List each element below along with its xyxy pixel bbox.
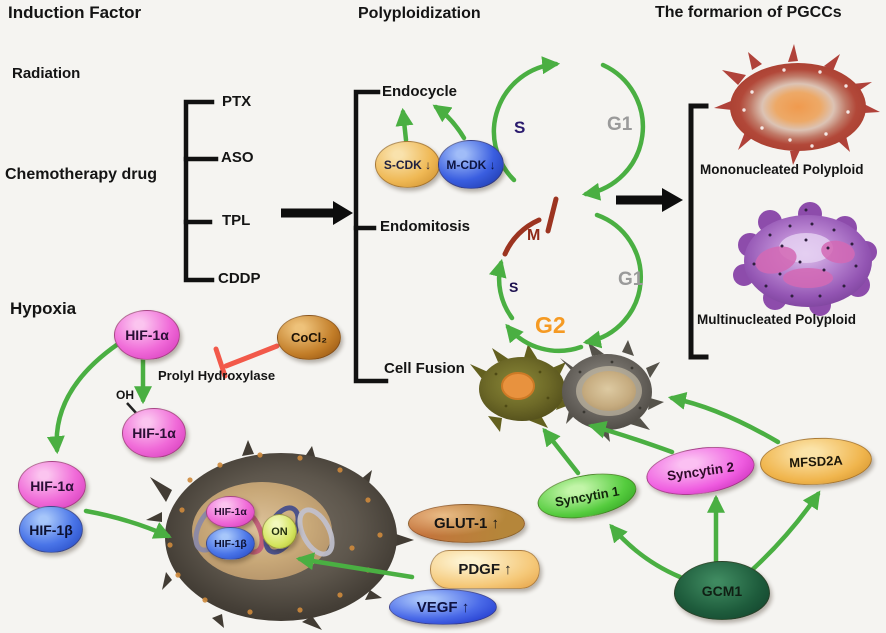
oh-label: OH bbox=[116, 388, 134, 402]
polyploidization-title: Polyploidization bbox=[358, 5, 481, 22]
induction-factor-title: Induction Factor bbox=[8, 3, 142, 22]
hif1a-pill-complex: HIF-1α bbox=[18, 461, 86, 510]
m-cdk-pill: M-CDK ↓ bbox=[438, 140, 504, 189]
endomitosis-label: Endomitosis bbox=[380, 218, 471, 235]
scdk-to-endocycle-arrow bbox=[395, 107, 414, 143]
chemotherapy-label: Chemotherapy drug bbox=[5, 166, 158, 183]
drug-aso: ASO bbox=[221, 149, 254, 166]
gcm1-to-syncytin1-arrow bbox=[609, 523, 683, 580]
drug-tpl: TPL bbox=[222, 212, 251, 229]
multinucleated-caption: Multinucleated Polyploid bbox=[697, 312, 857, 327]
pgcc-formation-title: The formarion of PGCCs bbox=[655, 4, 842, 21]
radiation-label: Radiation bbox=[12, 65, 81, 82]
mfsd2a-to-fusion-arrow bbox=[667, 392, 781, 445]
prolyl-hydroxylase-label: Prolyl Hydroxylase bbox=[158, 368, 276, 383]
bottom-cycle-s-label: S bbox=[509, 279, 519, 295]
drug-ptx: PTX bbox=[222, 93, 252, 110]
cocl2-inhibition bbox=[213, 343, 280, 379]
vegf-pill: VEGF ↑ bbox=[389, 589, 497, 625]
multinucleated-cell bbox=[733, 202, 877, 316]
bottom-cycle-g2-label: G2 bbox=[535, 312, 566, 338]
top-cycle-s-label: S bbox=[514, 118, 526, 137]
hif1b-pill-nucleus: HIF-1β bbox=[206, 527, 255, 560]
bottom-cycle-g1-label: G1 bbox=[618, 269, 644, 290]
pdgf-pill: PDGF ↑ bbox=[430, 550, 540, 589]
cycle-to-pgcc-arrow bbox=[616, 188, 683, 212]
pgcc-bracket bbox=[688, 103, 709, 360]
arrow-into-nucleus bbox=[295, 552, 415, 580]
hif1a-stabilized-arrow bbox=[46, 341, 121, 455]
mononucleated-cell bbox=[714, 44, 880, 165]
endocycle-label: Endocycle bbox=[382, 83, 458, 100]
syncytin1-to-fusion-arrow bbox=[542, 427, 581, 476]
gcm1-pill: GCM1 bbox=[674, 561, 770, 620]
chemo-drug-bracket bbox=[183, 99, 219, 283]
cell-fusion-label: Cell Fusion bbox=[384, 360, 465, 377]
gcm1-to-mfsd2a-arrow bbox=[749, 490, 821, 573]
cocl2-pill: CoCl₂ bbox=[277, 315, 341, 360]
drug-cddp: CDDP bbox=[218, 270, 261, 287]
green-arrows bbox=[46, 104, 821, 580]
bottom-cycle-m-label: M bbox=[527, 227, 541, 244]
hif-complex-to-cell-arrow bbox=[83, 508, 172, 539]
induction-to-mechanism-arrow bbox=[281, 201, 353, 225]
hif1a-pill-hydroxylated: HIF-1α bbox=[122, 408, 186, 458]
top-cycle-g1-label: G1 bbox=[607, 114, 633, 135]
syncytin2-to-fusion-arrow bbox=[587, 420, 675, 455]
hypoxia-label: Hypoxia bbox=[10, 299, 77, 318]
m-phase-inhibition bbox=[502, 196, 559, 257]
hif1a-pill-top: HIF-1α bbox=[114, 310, 180, 360]
mechanisms-bracket bbox=[353, 89, 389, 384]
fusing-cell-olive bbox=[470, 344, 572, 432]
hif1a-pill-nucleus: HIF-1α bbox=[206, 496, 255, 528]
s-cdk-pill: S-CDK ↓ bbox=[375, 141, 440, 188]
mcdk-to-endocycle-arrow bbox=[432, 104, 467, 141]
mononucleated-caption: Mononucleated Polyploid bbox=[700, 162, 864, 177]
glut1-pill: GLUT-1 ↑ bbox=[408, 504, 525, 543]
on-badge: ON bbox=[262, 514, 297, 549]
endomitosis-circle bbox=[488, 196, 644, 354]
fusing-cell-gray bbox=[560, 340, 664, 442]
hif1b-pill-complex: HIF-1β bbox=[19, 506, 83, 553]
